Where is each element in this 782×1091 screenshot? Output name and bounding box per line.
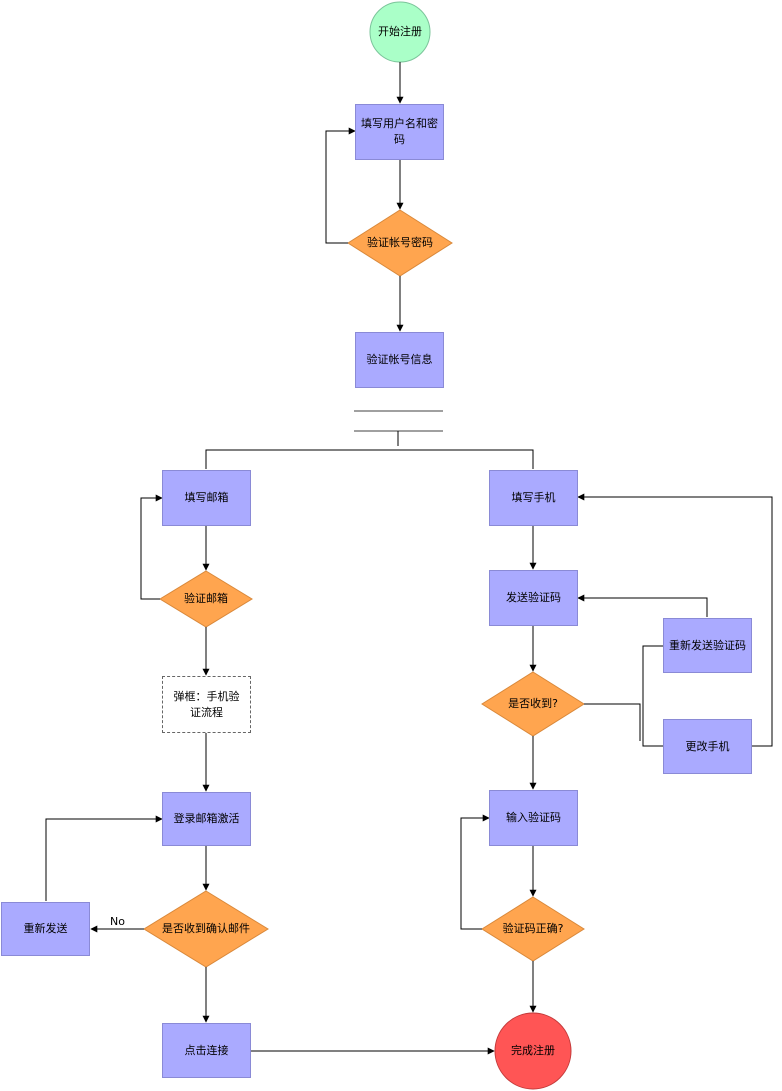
input-code-label: 输入验证码 — [506, 811, 561, 825]
input-code-box: 输入验证码 — [489, 790, 578, 846]
edge-verify-loop — [325, 127, 356, 244]
verify-account-info-box: 验证帐号信息 — [355, 332, 444, 388]
login-email-activate-box: 登录邮箱激活 — [162, 792, 251, 846]
change-phone-box: 更改手机 — [663, 719, 752, 774]
click-link-box: 点击连接 — [162, 1023, 251, 1078]
popup-phone-verify-label: 弹框：手机验证流程 — [173, 689, 240, 719]
change-phone-label: 更改手机 — [685, 739, 730, 753]
login-email-activate-label: 登录邮箱激活 — [173, 812, 240, 826]
resend-code-label: 重新发送验证码 — [669, 638, 746, 652]
fill-user-password-label: 填写用户名和密码 — [361, 117, 438, 146]
edge-resend-loop — [45, 815, 163, 901]
edge-verify-email-loop — [140, 494, 163, 600]
code-correct-label: 验证码正确? — [502, 922, 564, 936]
resend-code-box: 重新发送验证码 — [663, 618, 752, 673]
click-link-label: 点击连接 — [184, 1043, 229, 1057]
complete-label: 完成注册 — [511, 1044, 555, 1058]
send-code-box: 发送验证码 — [489, 570, 578, 626]
fill-phone-box: 填写手机 — [489, 470, 578, 526]
start-label: 开始注册 — [378, 25, 422, 39]
edge-received-to-options — [584, 645, 663, 747]
fill-email-box: 填写邮箱 — [162, 470, 251, 526]
received-confirm-email-label: 是否收到确认邮件 — [162, 922, 250, 936]
send-code-label: 发送验证码 — [506, 591, 561, 605]
received-code-label: 是否收到? — [508, 697, 558, 711]
edge-correct-loop — [460, 814, 490, 930]
verify-email-label: 验证邮箱 — [184, 592, 228, 606]
fill-email-label: 填写邮箱 — [184, 491, 229, 505]
complete-node — [494, 1012, 572, 1090]
verify-account-password-label: 验证帐号密码 — [367, 236, 433, 250]
no-edge-label: No — [110, 915, 125, 928]
edge-fork — [205, 431, 534, 469]
popup-phone-verify-box: 弹框：手机验证流程 — [162, 676, 251, 733]
edge-change-phone-loop — [577, 493, 773, 747]
fill-phone-label: 填写手机 — [511, 491, 556, 505]
fill-user-password-box: 填写用户名和密码 — [355, 104, 444, 160]
resend-box: 重新发送 — [1, 902, 90, 956]
edge-resend-code-loop — [577, 594, 708, 617]
resend-label: 重新发送 — [23, 922, 68, 936]
verify-account-info-label: 验证帐号信息 — [366, 353, 433, 367]
